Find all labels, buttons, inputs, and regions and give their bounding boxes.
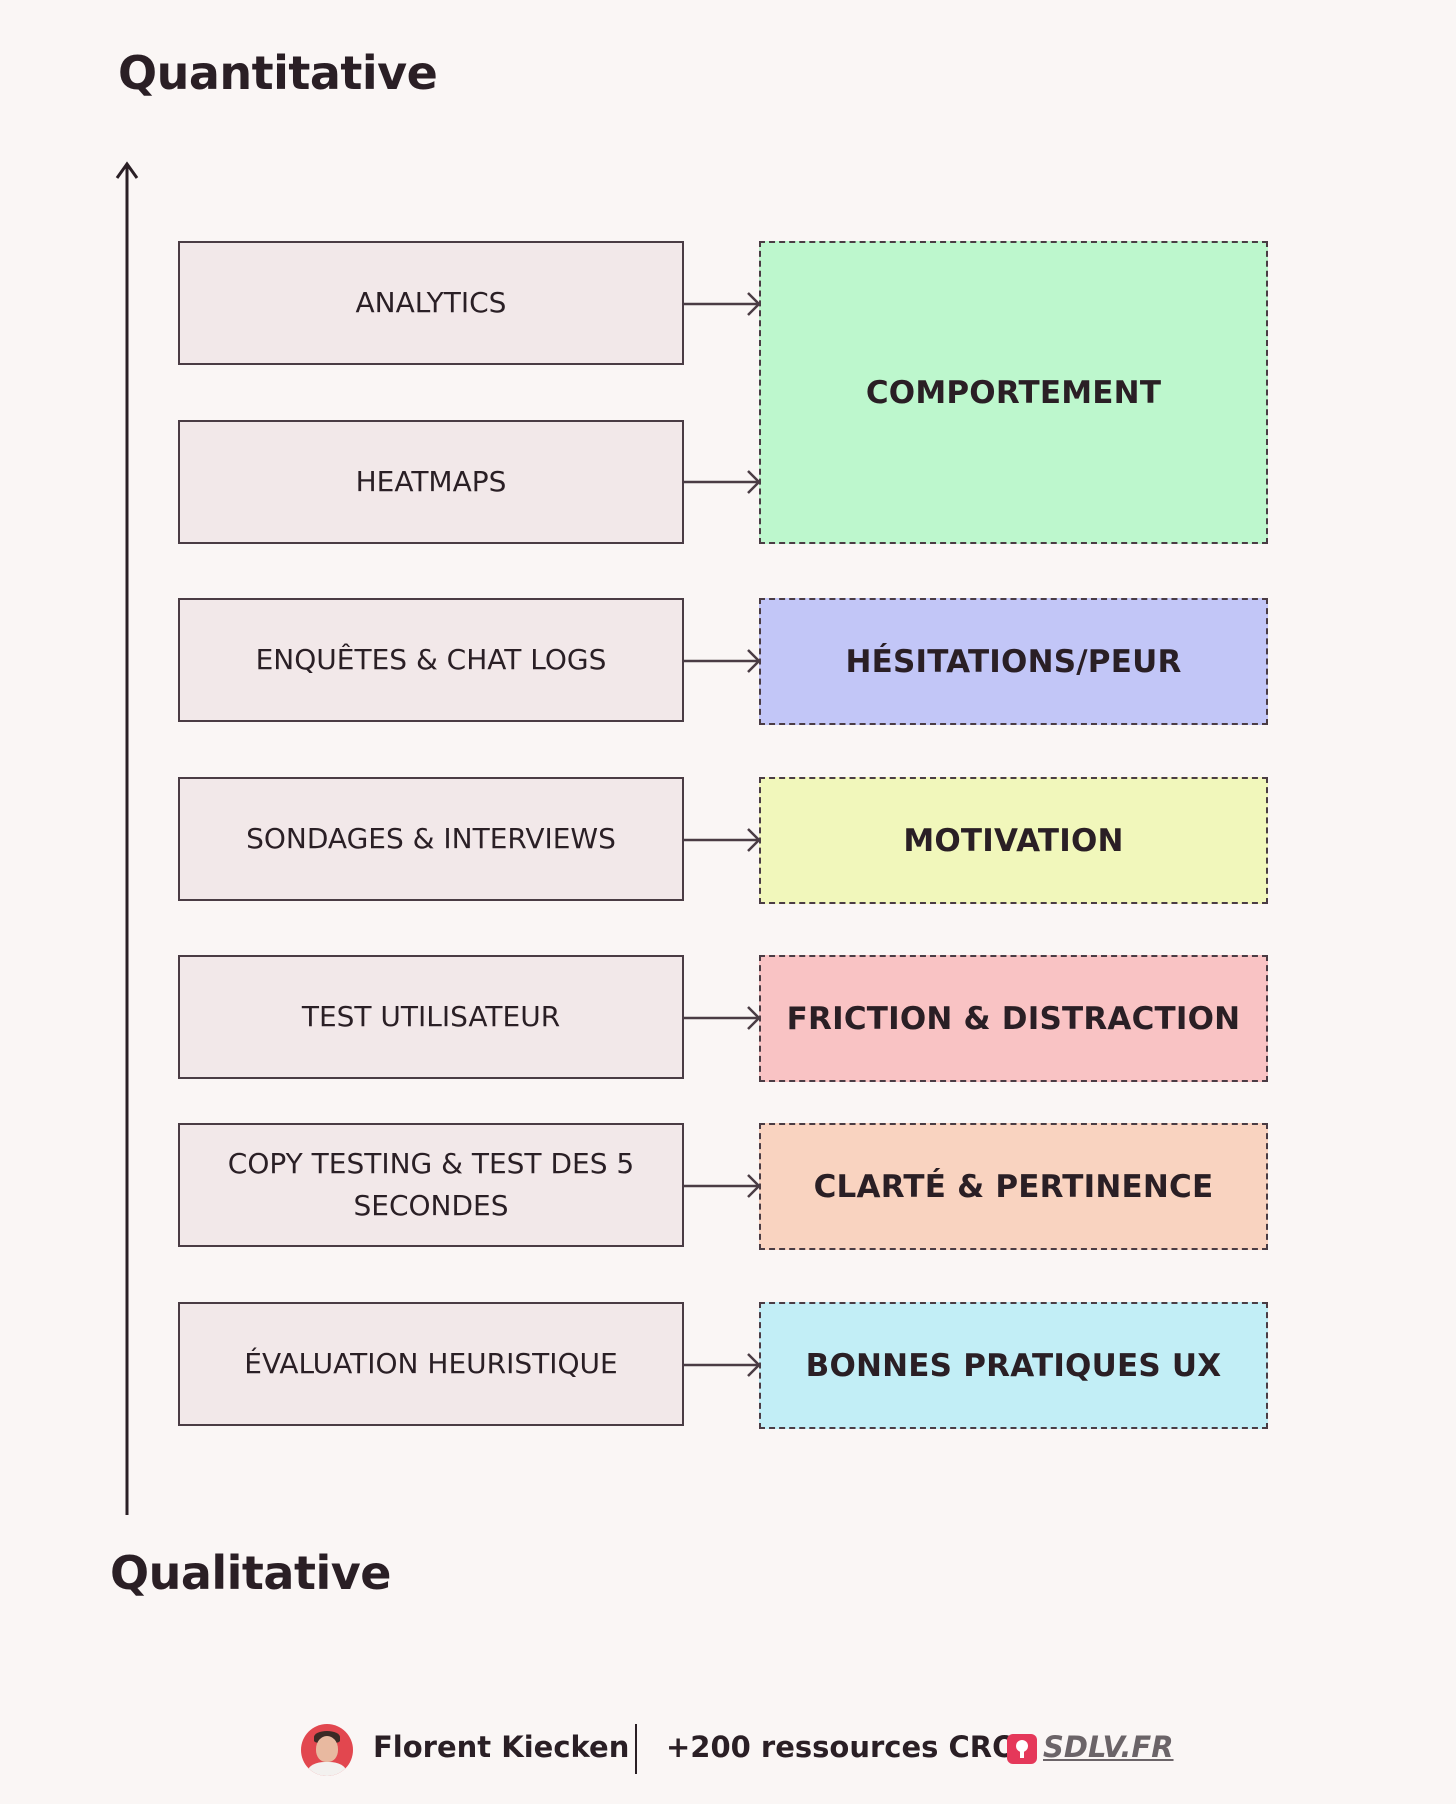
method-box-copy-testing: COPY TESTING & TEST DES 5 SECONDES: [178, 1123, 684, 1247]
author-name: Florent Kiecken: [373, 1730, 629, 1764]
outcome-label: BONNES PRATIQUES UX: [806, 1348, 1222, 1384]
method-box-sondages: SONDAGES & INTERVIEWS: [178, 777, 684, 901]
method-label: COPY TESTING & TEST DES 5 SECONDES: [210, 1143, 652, 1227]
method-label: SONDAGES & INTERVIEWS: [246, 818, 616, 860]
method-label: ANALYTICS: [356, 282, 507, 324]
outcome-box-motivation: MOTIVATION: [759, 777, 1268, 904]
outcome-box-bonnes-pratiques: BONNES PRATIQUES UX: [759, 1302, 1268, 1429]
outcome-label: FRICTION & DISTRACTION: [787, 1001, 1241, 1037]
avatar: [301, 1724, 353, 1776]
method-box-heatmaps: HEATMAPS: [178, 420, 684, 544]
method-label: ÉVALUATION HEURISTIQUE: [244, 1343, 617, 1385]
footer: Florent Kiecken +200 ressources CRO : SD…: [0, 1720, 1456, 1780]
lightbulb-icon: [1007, 1734, 1037, 1764]
outcome-box-clarte: CLARTÉ & PERTINENCE: [759, 1123, 1268, 1250]
outcome-label: HÉSITATIONS/PEUR: [845, 644, 1181, 680]
method-box-evaluation-heuristique: ÉVALUATION HEURISTIQUE: [178, 1302, 684, 1426]
method-box-analytics: ANALYTICS: [178, 241, 684, 365]
method-label: TEST UTILISATEUR: [302, 996, 560, 1038]
resources-text: +200 ressources CRO :: [666, 1730, 1038, 1764]
method-label: ENQUÊTES & CHAT LOGS: [256, 639, 607, 681]
outcome-box-friction: FRICTION & DISTRACTION: [759, 955, 1268, 1082]
method-label: HEATMAPS: [356, 461, 507, 503]
method-box-enquetes: ENQUÊTES & CHAT LOGS: [178, 598, 684, 722]
footer-divider: [635, 1724, 637, 1774]
outcome-label: MOTIVATION: [903, 823, 1123, 859]
method-box-test-utilisateur: TEST UTILISATEUR: [178, 955, 684, 1079]
site-link[interactable]: SDLV.FR: [1043, 1730, 1174, 1764]
outcome-box-comportement: COMPORTEMENT: [759, 241, 1268, 544]
outcome-label: COMPORTEMENT: [866, 375, 1161, 411]
outcome-box-hesitations: HÉSITATIONS/PEUR: [759, 598, 1268, 725]
outcome-label: CLARTÉ & PERTINENCE: [814, 1169, 1214, 1205]
